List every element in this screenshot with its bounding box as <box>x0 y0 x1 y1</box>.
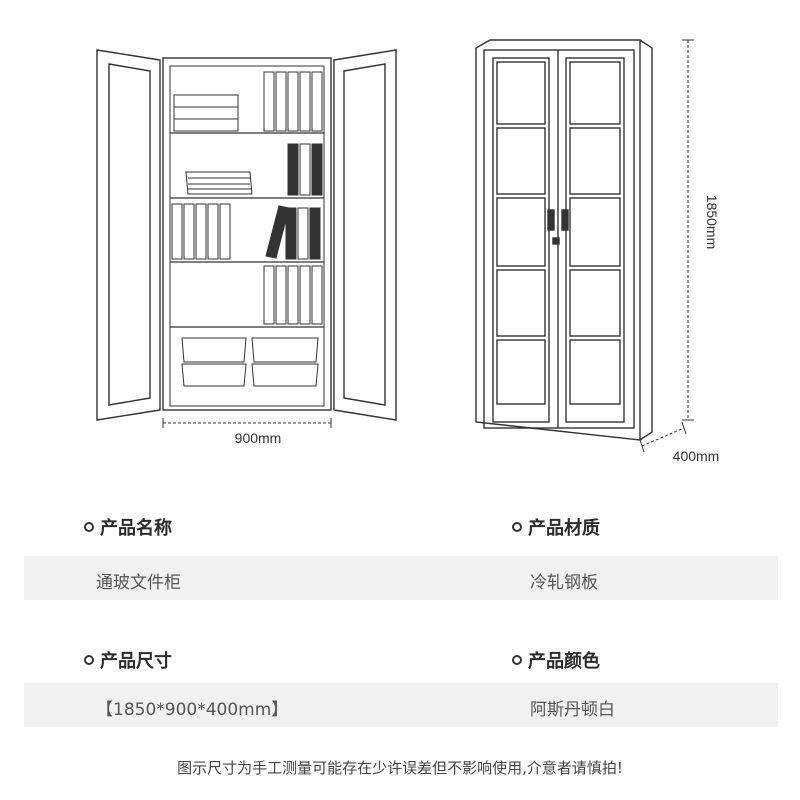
closed-cabinet <box>475 39 653 441</box>
width-label: 900mm <box>235 430 282 446</box>
spec-color-label: 产品颜色 <box>528 651 600 672</box>
right-open-door <box>333 49 397 421</box>
cabinet-body <box>162 57 332 411</box>
depth-dimension <box>639 421 687 453</box>
shelf1-items <box>173 71 323 132</box>
depth-label: 400mm <box>673 448 720 464</box>
bullet-circle-icon <box>512 522 522 532</box>
shelf2-items <box>185 143 323 196</box>
spec-name-heading: 产品名称 <box>84 514 172 540</box>
height-dimension <box>682 39 694 421</box>
spec-name-value: 通玻文件柜 <box>96 573 181 593</box>
spec-size-label: 产品尺寸 <box>100 651 172 672</box>
spec-row-band-1 <box>24 556 778 600</box>
cabinet-drawing: 900mm 1850mm 400mm <box>96 39 720 464</box>
spec-size-heading: 产品尺寸 <box>84 647 172 673</box>
bullet-circle-icon <box>84 522 94 532</box>
spec-material-heading: 产品材质 <box>512 514 600 540</box>
spec-color-value: 阿斯丹顿白 <box>530 700 615 720</box>
width-dimension <box>162 418 332 428</box>
bottom-bins <box>181 337 319 387</box>
shelves <box>170 132 324 328</box>
spec-row-band-2 <box>24 683 778 727</box>
left-open-door <box>96 49 161 421</box>
height-label: 1850mm <box>704 195 720 249</box>
shelf4-items <box>263 265 323 325</box>
shelf3-items <box>171 203 321 260</box>
measurement-disclaimer: 图示尺寸为手工测量可能存在少许误差但不影响使用,介意者请慎拍! <box>177 759 623 777</box>
spec-name-label: 产品名称 <box>100 518 172 539</box>
spec-material-value: 冷轧钢板 <box>530 573 598 593</box>
bullet-circle-icon <box>512 655 522 665</box>
spec-size-value: 【1850*900*400mm】 <box>96 700 289 720</box>
spec-material-label: 产品材质 <box>528 518 600 539</box>
spec-color-heading: 产品颜色 <box>512 647 600 673</box>
door-handles <box>547 209 569 245</box>
bullet-circle-icon <box>84 655 94 665</box>
